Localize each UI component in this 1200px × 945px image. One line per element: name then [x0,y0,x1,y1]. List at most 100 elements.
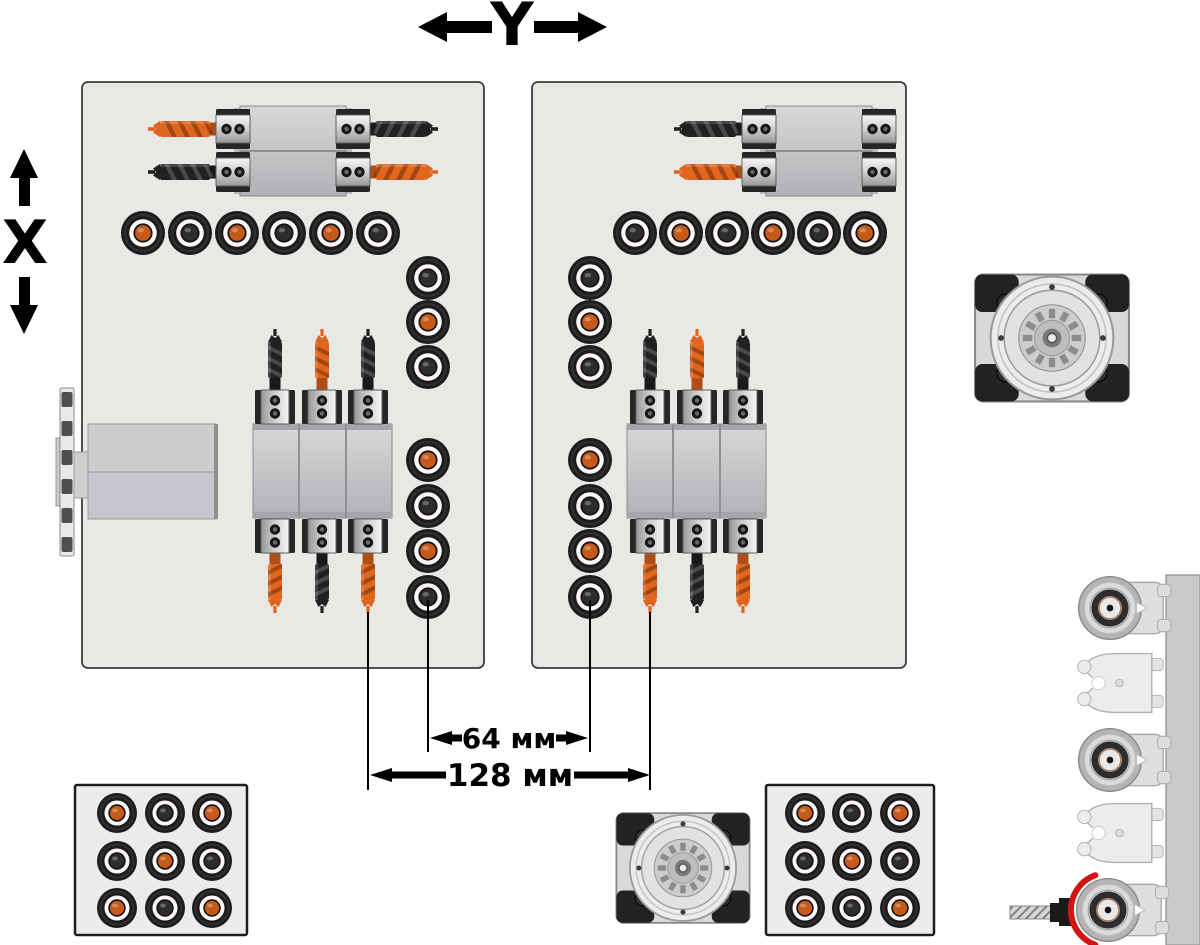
saw-body-cap [214,424,218,519]
right-mid-block-up-1 [643,329,657,394]
left-mid-block-up-3 [361,329,375,394]
tool-changer-rail [1165,574,1200,945]
tool-holder-2 [1079,729,1171,792]
saw-body-top [87,423,217,473]
drill-chuck [741,151,777,193]
tool-changer [1009,574,1200,945]
saw-teeth [61,392,73,552]
right-mid-block-down-1 [643,548,657,613]
collet-orange [878,791,922,835]
block-side-plate [760,108,766,194]
drill-chuck [861,151,897,193]
drill-chuck [722,389,764,425]
right-mid-block-up-3 [736,329,750,394]
block-side-plate [872,108,878,194]
tool-shank [1009,898,1072,926]
block-rail [627,424,766,430]
collet-orange [878,886,922,930]
collet-black [566,482,614,530]
drill-chuck [629,518,671,554]
drill-chuck [676,518,718,554]
drill-chuck [254,518,296,554]
block-side-plate [234,108,240,194]
collet-black [166,209,214,257]
collet-orange [404,436,452,484]
saw-connector [73,451,89,499]
collet-black [404,343,452,391]
saw-blade-bar [59,387,75,557]
block-rail [253,424,392,430]
collet-black [703,209,751,257]
red-ring [1067,872,1099,945]
drill-chuck [301,389,343,425]
collet-orange [566,298,614,346]
right-mid-block-down-3 [736,548,750,613]
collet-black [143,886,187,930]
collet-orange [566,527,614,575]
saw-body-bottom [87,471,217,520]
collet-orange [783,886,827,930]
collet-orange [657,209,705,257]
dimension-128: 128 мм [367,612,651,794]
collet-black [404,482,452,530]
right-mid-block-up-2 [690,329,704,394]
left-mid-block-down-2 [315,548,329,613]
drill-chuck [347,389,389,425]
empty-gripper-1 [1076,652,1164,714]
left-mid-block-up-2 [315,329,329,394]
block-rail [253,512,392,518]
left-mid-block-down-1 [268,548,282,613]
router-spindle-bottom [615,812,751,924]
collet-black [611,209,659,257]
block-rail [627,512,766,518]
collet-black [830,791,874,835]
collet-black [795,209,843,257]
drill-chuck [335,108,371,150]
collet-orange [841,209,889,257]
y-axis-left-arrow [418,12,492,42]
drill-chuck [215,151,251,193]
drill-chuck [215,108,251,150]
left-top-drill-block [234,105,352,197]
collet-black [190,839,234,883]
y-axis-label: Y [489,0,535,60]
dim-128-label: 128 мм [447,758,573,794]
left-mid-block-up-1 [268,329,282,394]
collet-orange [190,886,234,930]
collet-orange [190,791,234,835]
tool-changer-slots [1077,577,1171,942]
dim-64-label: 64 мм [462,722,557,755]
collet-orange [783,791,827,835]
x-axis-label: X [2,208,48,278]
left-mid-block-down-3 [361,548,375,613]
y-axis-indicator: Y [418,0,607,60]
collet-black [566,343,614,391]
collet-black [830,886,874,930]
y-axis-right-arrow [534,12,607,42]
right-mid-drill-block [626,423,767,519]
collet-black [143,791,187,835]
arrow-right [628,768,650,782]
threaded-rod [1009,905,1053,920]
drill-chuck [741,108,777,150]
collet-black [354,209,402,257]
collet-orange [566,436,614,484]
collet-orange [749,209,797,257]
x-axis-down-arrow [10,277,38,334]
x-axis-up-arrow [10,149,38,206]
dimension-64: 64 мм [427,600,591,755]
collet-orange [143,839,187,883]
drill-chuck [301,518,343,554]
collet-orange [119,209,167,257]
collet-orange [830,839,874,883]
collet-orange [404,298,452,346]
left-mid-drill-block [252,423,393,519]
collet-orange [404,527,452,575]
drill-chuck [347,518,389,554]
collet-black [404,254,452,302]
collet-black [566,254,614,302]
block-body [626,423,767,519]
right-mid-block-down-2 [690,548,704,613]
